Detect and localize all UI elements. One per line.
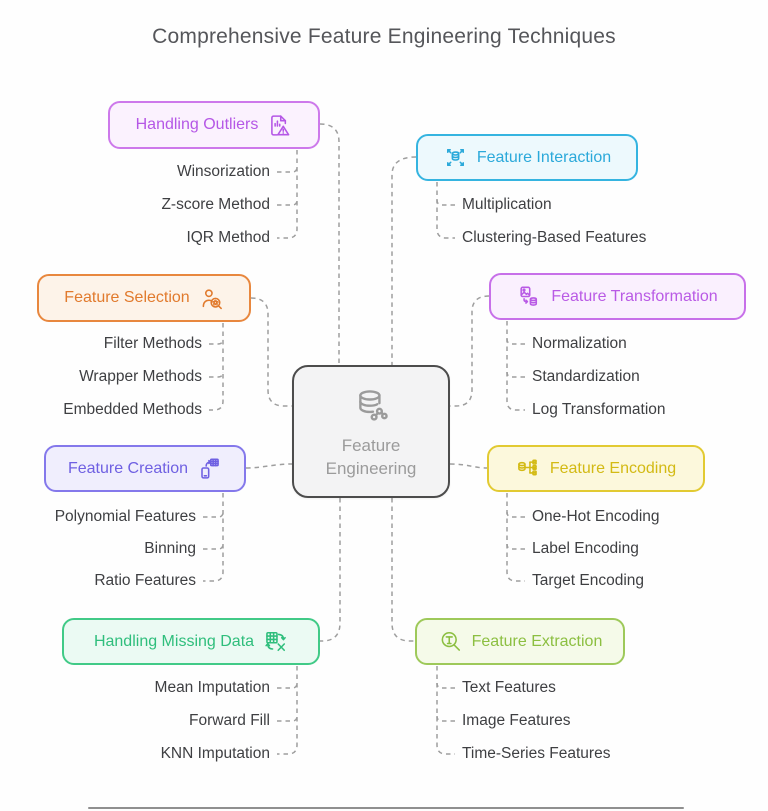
- sub-item-label: Filter Methods: [103, 335, 202, 352]
- sub-item-label: Target Encoding: [532, 572, 645, 589]
- connector: [277, 715, 298, 722]
- phone-to-table-icon: [197, 456, 222, 481]
- connector: [391, 498, 415, 642]
- branch-label: Feature Selection: [64, 289, 190, 306]
- sub-item-label: Multiplication: [462, 196, 552, 213]
- sub-item-label: Clustering-Based Features: [462, 229, 647, 246]
- connector: [450, 295, 490, 407]
- center-node: Feature Engineering: [292, 365, 450, 498]
- branch-label: Handling Missing Data: [93, 632, 255, 650]
- connector: [436, 666, 455, 755]
- connector: [506, 371, 525, 378]
- connector: [506, 543, 525, 550]
- branch-node-feature-encoding: Feature Encoding: [487, 445, 705, 492]
- branch-node-feature-transformation: Feature Transformation: [489, 273, 746, 320]
- connector: [506, 338, 525, 345]
- sub-item-label: Wrapper Methods: [79, 368, 202, 385]
- sub-item-label: Polynomial Features: [54, 508, 196, 525]
- table-refresh-x-icon: [263, 629, 288, 654]
- sub-item-label: KNN Imputation: [160, 745, 270, 762]
- image-to-database-icon: [517, 284, 542, 309]
- expand-database-icon: [443, 145, 468, 170]
- database-tree-icon: [516, 456, 541, 481]
- branch-node-feature-creation: Feature Creation: [44, 445, 246, 492]
- branch-label: Feature Transformation: [551, 287, 718, 305]
- text-magnifier-icon: [438, 629, 463, 654]
- branch-label: Feature Extraction: [471, 632, 603, 650]
- sub-item-label: Winsorization: [176, 163, 270, 180]
- connector: [449, 463, 488, 469]
- connector: [506, 511, 525, 518]
- sub-item-label: Time-Series Features: [462, 745, 611, 762]
- connector: [391, 156, 417, 365]
- sub-item-label: Image Features: [462, 712, 571, 729]
- sub-item-label: One-Hot Encoding: [532, 508, 660, 525]
- sub-item-label: Z-score Method: [161, 196, 270, 213]
- branch-node-feature-selection: Feature Selection: [37, 274, 251, 322]
- bottom-crop-line: [88, 807, 684, 809]
- connector: [436, 199, 455, 206]
- connector: [245, 463, 293, 469]
- connector: [209, 371, 224, 378]
- sub-item-label: Text Features: [462, 679, 556, 696]
- connector: [277, 666, 298, 755]
- sub-item-label: Label Encoding: [532, 540, 639, 557]
- connector: [506, 493, 525, 582]
- branch-label: Feature Interaction: [476, 148, 612, 166]
- branch-label: Feature Creation: [67, 459, 189, 477]
- connector: [436, 682, 455, 689]
- sub-item-label: Log Transformation: [532, 401, 666, 418]
- branch-node-handling-outliers: Handling Outliers: [108, 101, 320, 149]
- sub-item-label: Ratio Features: [94, 572, 196, 589]
- sub-item-label: Embedded Methods: [63, 401, 202, 418]
- connector: [203, 511, 224, 518]
- connector: [277, 166, 298, 173]
- center-label: Feature Engineering: [325, 436, 417, 478]
- branch-label: Handling Outliers: [135, 116, 259, 133]
- sub-item-label: Binning: [144, 540, 196, 557]
- connector: [209, 323, 224, 411]
- sub-item-label: Mean Imputation: [154, 679, 270, 696]
- connector: [277, 199, 298, 206]
- connector: [277, 150, 298, 239]
- connector: [203, 543, 224, 550]
- connector: [209, 338, 224, 345]
- user-magnifier-icon: [199, 286, 224, 311]
- connector: [320, 498, 341, 642]
- branch-node-feature-interaction: Feature Interaction: [416, 134, 638, 181]
- document-warning-icon: [267, 113, 292, 138]
- connector: [277, 682, 298, 689]
- database-network-icon: [349, 383, 393, 432]
- connector: [319, 123, 340, 365]
- branch-label: Feature Encoding: [549, 459, 677, 477]
- connector: [436, 182, 455, 239]
- connector: [203, 493, 224, 582]
- branch-node-feature-extraction: Feature Extraction: [415, 618, 625, 665]
- diagram-title: Comprehensive Feature Engineering Techni…: [152, 25, 616, 48]
- sub-item-label: Standardization: [532, 368, 640, 385]
- sub-item-label: Forward Fill: [189, 712, 270, 729]
- sub-item-label: IQR Method: [186, 229, 270, 246]
- connector: [436, 715, 455, 722]
- branch-node-handling-missing-data: Handling Missing Data: [62, 618, 320, 665]
- connector: [506, 321, 525, 411]
- sub-item-label: Normalization: [532, 335, 627, 352]
- connector: [250, 297, 292, 407]
